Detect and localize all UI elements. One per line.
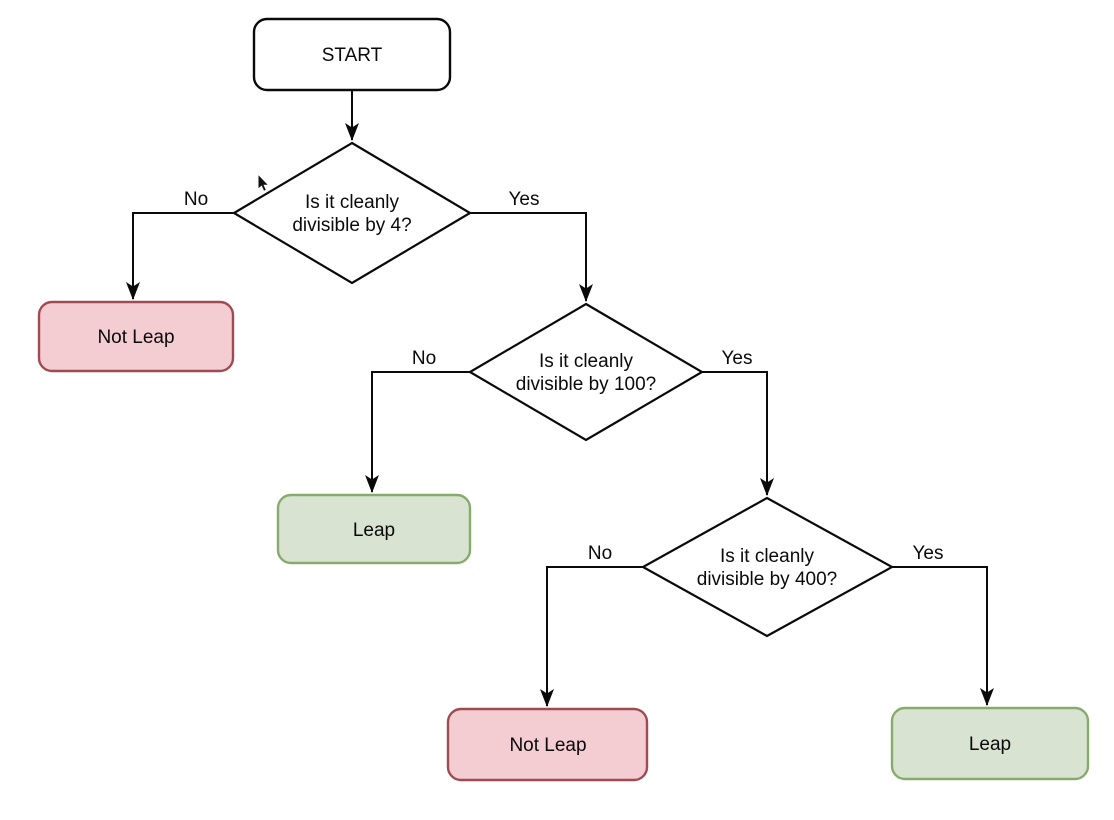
leap-2-label: Leap [969,734,1011,755]
node-decision-div100: Is it cleanly divisible by 100? [467,302,705,442]
node-not-leap-2: Not Leap [446,707,649,782]
edge-decision-div400-yes [892,566,994,706]
start-shape [252,17,452,92]
node-not-leap-1: Not Leap [37,300,235,373]
decision-div400-text-line2: divisible by 400? [697,569,837,590]
leap-1-label: Leap [353,520,395,541]
node-decision-div4: Is it cleanly divisible by 4? [231,141,473,285]
decision-div400-shape [640,496,895,638]
edge-decision-div4-no [126,212,234,300]
edge-label-div4-yes: Yes [509,189,540,210]
edge-label-div100-yes: Yes [722,348,753,369]
not-leap-2-label: Not Leap [509,735,586,756]
decision-div400-text-line1: Is it cleanly [720,546,814,567]
decision-div100-text-line2: divisible by 100? [516,374,656,395]
leap-2-shape [890,706,1090,781]
decision-div100-text-line1: Is it cleanly [539,351,633,372]
edge-decision-div400-no [540,566,643,707]
edge-label-div4-no: No [184,189,208,210]
not-leap-2-shape [446,707,649,782]
edges [126,90,994,707]
edge-label-div400-yes: Yes [913,543,944,564]
decision-div100-shape [467,302,705,442]
edge-labels: No Yes No Yes No Yes [184,189,944,564]
leap-1-shape [276,493,472,565]
decision-div4-text-line2: divisible by 4? [292,215,411,236]
edge-decision-div100-yes [702,371,774,496]
node-decision-div400: Is it cleanly divisible by 400? [640,496,895,638]
nodes: START Is it cleanly divisible by 4? Not … [37,17,1090,782]
node-leap-1: Leap [276,493,472,565]
edge-label-div100-no: No [412,348,436,369]
edge-decision-div100-no [365,371,470,493]
decision-div4-shape [231,141,473,285]
edge-label-div400-no: No [588,543,612,564]
not-leap-1-label: Not Leap [97,327,174,348]
mouse-cursor-icon [257,172,270,192]
not-leap-1-shape [37,300,235,373]
node-start: START [252,17,452,92]
decision-div4-text-line1: Is it cleanly [305,192,399,213]
start-label: START [322,45,383,66]
edge-decision-div4-yes [470,212,593,302]
node-leap-2: Leap [890,706,1090,781]
